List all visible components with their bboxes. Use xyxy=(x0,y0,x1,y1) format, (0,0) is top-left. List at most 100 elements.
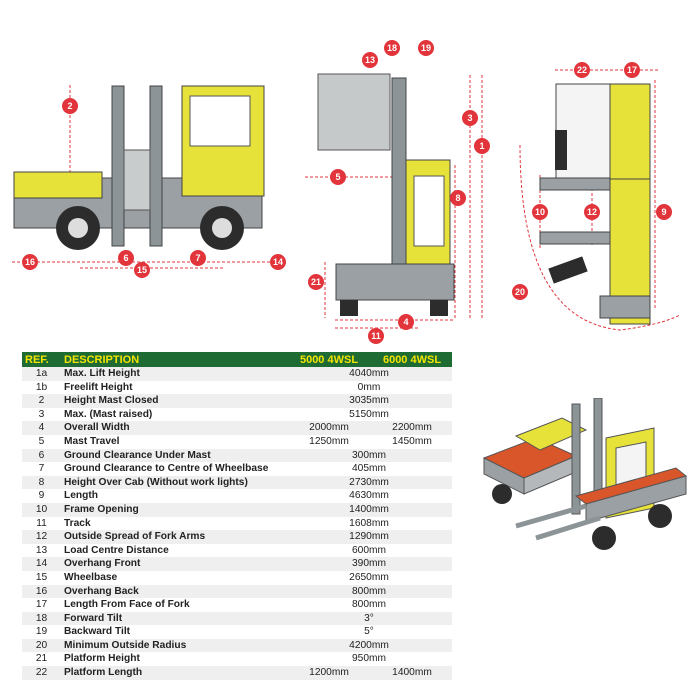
callout-markers: 2 6 15 7 16 14 13 18 19 3 1 5 8 21 4 11 … xyxy=(22,40,672,344)
row-value-all-models: 390mm xyxy=(286,557,452,571)
svg-text:4: 4 xyxy=(403,317,408,327)
technical-drawings: 2 6 15 7 16 14 13 18 19 3 1 5 8 21 4 11 … xyxy=(12,40,681,344)
isometric-truck-illustration xyxy=(482,398,688,550)
svg-text:10: 10 xyxy=(535,207,545,217)
svg-text:11: 11 xyxy=(371,331,381,341)
row-description: Freelift Height xyxy=(64,381,133,393)
callout-1: 1 xyxy=(474,138,490,154)
row-value-5000: 2000mm xyxy=(286,421,372,435)
svg-text:13: 13 xyxy=(365,55,375,65)
svg-text:16: 16 xyxy=(25,257,35,267)
row-description: Max. Lift Height xyxy=(61,367,286,381)
row-description: Minimum Outside Radius xyxy=(61,638,286,653)
row-ref: 7 xyxy=(38,463,45,475)
row-ref: 18 xyxy=(22,611,61,626)
callout-14: 14 xyxy=(270,254,286,270)
callout-17: 17 xyxy=(624,62,640,78)
svg-text:1: 1 xyxy=(479,141,484,151)
svg-text:18: 18 xyxy=(387,43,397,53)
row-ref: 21 xyxy=(35,653,48,665)
svg-text:8: 8 xyxy=(455,193,460,203)
row-description: Overhang Back xyxy=(61,584,286,599)
row-ref: 19 xyxy=(35,626,48,638)
row-ref: 17 xyxy=(35,599,48,611)
row-value-all-models: 3° xyxy=(286,611,452,626)
row-ref: 3 xyxy=(38,408,45,420)
callout-3: 3 xyxy=(462,110,478,126)
row-value-all-models: 600mm xyxy=(352,544,386,556)
table-header-row: REF. DESCRIPTION 5000 4WSL 6000 4WSL xyxy=(22,352,452,367)
header-description: DESCRIPTION xyxy=(61,352,286,367)
row-value-all-models: 4040mm xyxy=(286,367,452,381)
row-description: Track xyxy=(64,517,91,529)
row-description: Forward Tilt xyxy=(61,611,286,626)
row-description: Overhang Front xyxy=(61,557,286,571)
row-ref: 12 xyxy=(22,530,61,544)
row-ref: 15 xyxy=(35,571,48,583)
row-description: Frame Opening xyxy=(61,502,286,517)
callout-15: 15 xyxy=(134,262,150,278)
row-ref: 2 xyxy=(22,394,61,408)
header-model-5000: 5000 4WSL xyxy=(286,352,372,367)
table-row: 15 Wheelbase 2650mm xyxy=(22,571,452,585)
table-row: 1b Freelift Height 0mm xyxy=(22,381,452,395)
callout-21: 21 xyxy=(308,274,324,290)
svg-text:17: 17 xyxy=(627,65,637,75)
row-value-all-models: 800mm xyxy=(286,584,452,599)
top-view-drawing xyxy=(539,83,651,325)
row-description: Height Mast Closed xyxy=(61,394,286,408)
row-value-all-models: 405mm xyxy=(352,463,386,475)
callout-4: 4 xyxy=(398,314,414,330)
row-description: Height Over Cab (Without work lights) xyxy=(61,475,286,490)
row-value-6000: 2200mm xyxy=(372,421,452,435)
svg-text:6: 6 xyxy=(123,253,128,263)
row-ref: 6 xyxy=(22,448,61,463)
row-ref: 1a xyxy=(22,367,61,381)
row-value-all-models: 950mm xyxy=(352,653,386,665)
row-description: Max. (Mast raised) xyxy=(64,408,153,420)
svg-text:15: 15 xyxy=(137,265,147,275)
row-value-all-models: 2650mm xyxy=(349,571,389,583)
row-ref: 1b xyxy=(35,381,48,393)
callout-19: 19 xyxy=(418,40,434,56)
callout-18: 18 xyxy=(384,40,400,56)
row-ref: 9 xyxy=(38,490,45,502)
callout-8: 8 xyxy=(450,190,466,206)
callout-9: 9 xyxy=(656,204,672,220)
row-value-all-models: 0mm xyxy=(357,381,381,393)
row-ref: 8 xyxy=(22,475,61,490)
row-value-all-models: 4630mm xyxy=(349,490,389,502)
row-description: Load Centre Distance xyxy=(64,544,169,556)
row-value-5000: 1250mm xyxy=(309,435,349,447)
svg-text:3: 3 xyxy=(467,113,472,123)
svg-text:2: 2 xyxy=(67,101,72,111)
table-row: 3 Max. (Mast raised) 5150mm xyxy=(22,408,452,422)
row-ref: 4 xyxy=(22,421,61,435)
row-value-6000: 1450mm xyxy=(392,435,432,447)
row-ref: 10 xyxy=(22,502,61,517)
row-value-all-models: 1608mm xyxy=(349,517,389,529)
callout-11: 11 xyxy=(368,328,384,344)
row-value-all-models: 3035mm xyxy=(286,394,452,408)
row-description: Ground Clearance to Centre of Wheelbase xyxy=(64,463,269,475)
row-description: Wheelbase xyxy=(64,571,118,583)
row-value-all-models: 1400mm xyxy=(286,502,452,517)
row-value-all-models: 5150mm xyxy=(349,408,389,420)
row-value-all-models: 5° xyxy=(364,626,374,638)
svg-text:21: 21 xyxy=(311,277,321,287)
row-ref: 16 xyxy=(22,584,61,599)
svg-text:14: 14 xyxy=(273,257,283,267)
